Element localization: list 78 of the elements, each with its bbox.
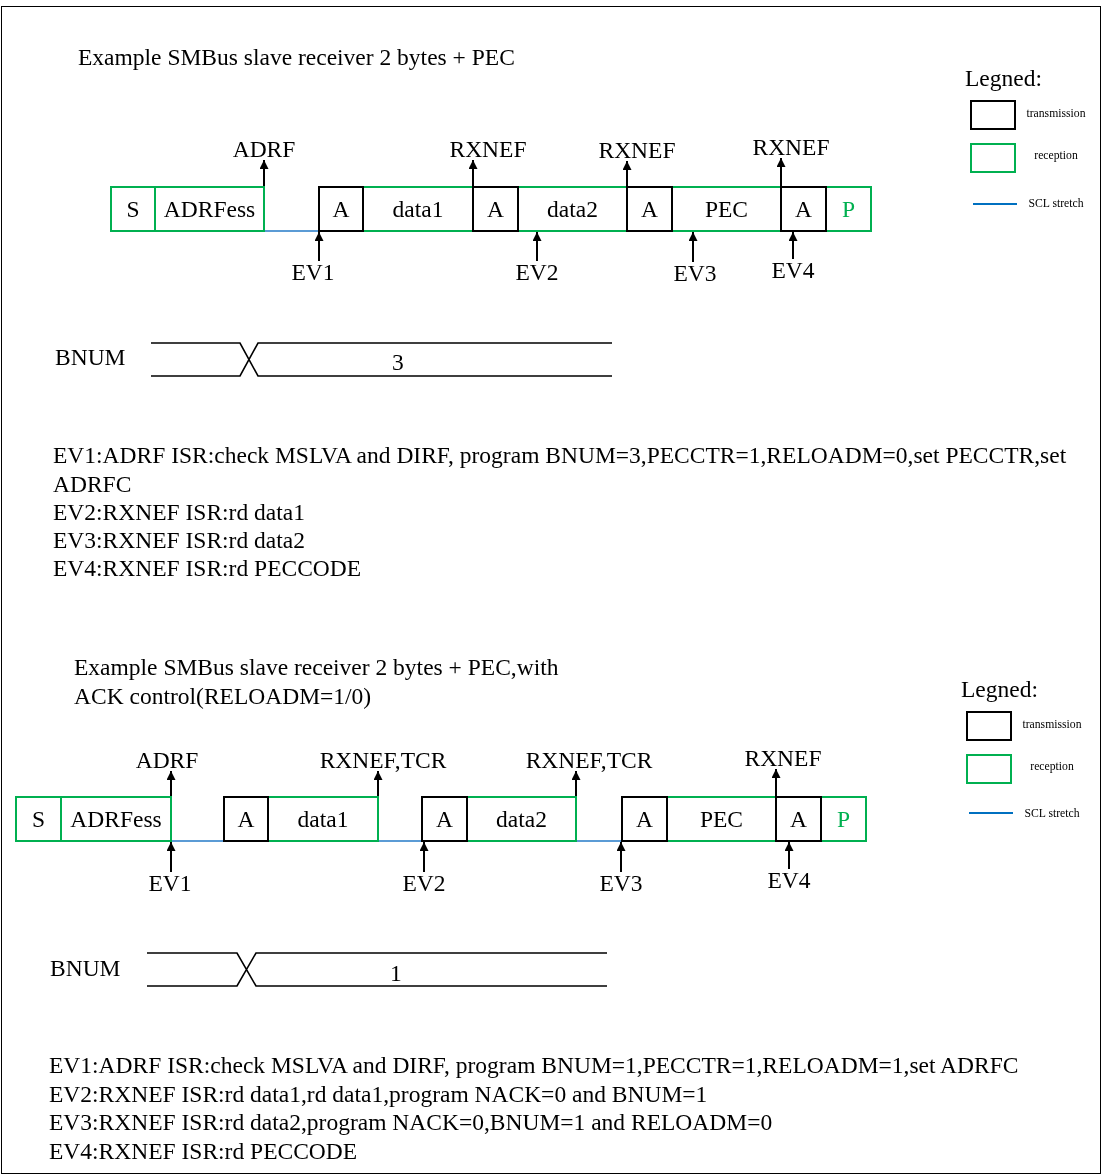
event-label: EV2	[402, 872, 446, 894]
flag-label: RXNEF	[744, 747, 822, 769]
reception-cell: PEC	[666, 796, 777, 842]
event-label: EV2	[515, 261, 559, 283]
event-label: EV1	[291, 261, 335, 283]
event-label: EV3	[673, 262, 717, 284]
transmission-cell: A	[223, 796, 269, 842]
transmission-cell: A	[621, 796, 668, 842]
arrow	[622, 160, 632, 187]
transmission-cell: A	[421, 796, 468, 842]
transmission-cell: A	[626, 186, 673, 232]
legend-title: Legned:	[965, 66, 1042, 90]
event-note: EV2:RXNEF ISR:rd data1,rd data1,program NACK=0 and BNUM=1	[49, 1080, 708, 1109]
transmission-cell: A	[780, 186, 827, 232]
event-note: EV3:RXNEF ISR:rd data2	[53, 526, 305, 555]
reception-cell: P	[820, 796, 867, 842]
legend-label: SCL stretch	[1028, 197, 1084, 210]
reception-cell: ADRFess	[154, 186, 265, 232]
bus-value: 3	[392, 350, 404, 374]
event-label: EV4	[771, 259, 815, 281]
legend-label: reception	[1030, 760, 1074, 773]
event-label: EV4	[767, 869, 811, 891]
legend-label: SCL stretch	[1024, 807, 1080, 820]
reception-cell: data2	[517, 186, 628, 232]
legend-title: Legned:	[961, 677, 1038, 701]
arrow	[373, 770, 383, 797]
reception-cell: ADRFess	[60, 796, 172, 842]
reception-cell: PEC	[671, 186, 782, 232]
signal-name: BNUM	[55, 345, 126, 369]
transmission-cell: A	[318, 186, 364, 232]
event-note: EV2:RXNEF ISR:rd data1	[53, 498, 305, 527]
arrow	[166, 841, 176, 873]
flag-label: RXNEF,TCR	[525, 749, 653, 771]
reception-cell: data1	[267, 796, 379, 842]
arrow	[259, 159, 269, 187]
legend-label: transmission	[1022, 718, 1082, 731]
event-note: EV4:RXNEF ISR:rd PECCODE	[53, 554, 362, 583]
flag-label: ADRF	[135, 749, 199, 771]
arrow	[419, 841, 429, 873]
bus-value: 1	[390, 961, 402, 985]
flag-label: ADRF	[232, 138, 296, 160]
section-heading: Example SMBus slave receiver 2 bytes + PEC,with ACK control(RELOADM=1/0)	[74, 653, 560, 710]
arrow	[532, 231, 542, 262]
flag-label: RXNEF	[752, 136, 830, 158]
stretch-line	[263, 230, 320, 232]
arrow	[166, 770, 176, 797]
arrow	[776, 157, 786, 187]
stretch-line	[575, 840, 623, 842]
arrow	[788, 231, 798, 260]
arrow	[688, 231, 698, 263]
reception-cell: data1	[362, 186, 474, 232]
arrow	[616, 841, 626, 873]
legend-label: reception	[1034, 149, 1078, 162]
reception-cell: S	[110, 186, 156, 232]
arrow	[314, 231, 324, 262]
arrow	[784, 841, 794, 870]
event-label: EV1	[148, 872, 192, 894]
reception-cell: data2	[466, 796, 577, 842]
event-note: EV4:RXNEF ISR:rd PECCODE	[49, 1137, 358, 1166]
event-note: EV1:ADRF ISR:check MSLVA and DIRF, program BNUM=1,PECCTR=1,RELOADM=1,set ADRFC	[49, 1051, 1020, 1080]
event-note: EV3:RXNEF ISR:rd data2,program NACK=0,BNUM=1 and RELOADM=0	[49, 1108, 773, 1137]
flag-label: RXNEF,TCR	[319, 749, 447, 771]
stretch-line	[170, 840, 225, 842]
flag-label: RXNEF	[449, 138, 527, 160]
section-heading: Example SMBus slave receiver 2 bytes + PEC	[78, 45, 515, 69]
reception-cell: P	[825, 186, 872, 232]
transmission-cell: A	[775, 796, 822, 842]
legend-label: transmission	[1026, 107, 1086, 120]
flag-label: RXNEF	[598, 139, 676, 161]
arrow	[468, 159, 478, 187]
stretch-line	[377, 840, 423, 842]
event-note: EV1:ADRF ISR:check MSLVA and DIRF, program BNUM=3,PECCTR=1,RELOADM=0,set PECCTR,set ADRFC	[53, 441, 1068, 498]
arrow	[771, 768, 781, 797]
reception-cell: S	[15, 796, 62, 842]
arrow	[571, 770, 581, 797]
event-label: EV3	[599, 872, 643, 894]
transmission-cell: A	[472, 186, 519, 232]
signal-name: BNUM	[50, 956, 121, 980]
